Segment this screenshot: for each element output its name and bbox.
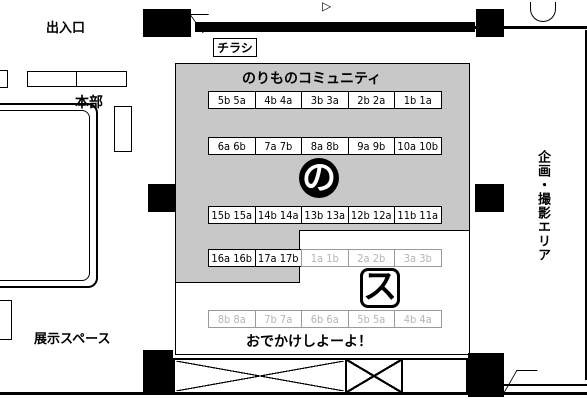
- booth-pair: 2a 2b: [347, 249, 395, 267]
- planning-area-label: 企画・撮影エリア: [535, 150, 550, 262]
- pillar: [476, 9, 504, 37]
- pillar: [475, 184, 504, 212]
- top-wall: [195, 22, 475, 32]
- exhibit-label: 展示スペース: [34, 332, 111, 347]
- hq-table-divider: [76, 71, 77, 87]
- pillar: [148, 184, 175, 212]
- outing-zone-mark: ス: [360, 268, 400, 308]
- booth-pair: 4b 4a: [254, 91, 302, 109]
- exhibit-bottom-block: [0, 300, 12, 340]
- entrance-label: 出入口: [46, 21, 86, 36]
- vehicle-zone-title: のりものコミュニティ: [242, 71, 382, 87]
- vehicle-zone-mark: の: [299, 158, 339, 198]
- booth-pair: 1a 1b: [301, 249, 349, 267]
- hq-table: [27, 71, 127, 87]
- exit-arrow: ▷: [322, 0, 332, 13]
- booth-pair: 2b 2a: [347, 91, 395, 109]
- pillar: [143, 9, 191, 37]
- booth-pair: 5b 5a: [347, 310, 395, 328]
- zone-divider: [299, 230, 470, 231]
- booth-pair: 6a 6b: [208, 137, 256, 155]
- pillar: [143, 350, 173, 394]
- hq-side-table: [114, 106, 132, 152]
- top-wall-right: [475, 26, 587, 29]
- booth-pair: 16a 16b: [208, 249, 256, 267]
- vehicle-zone-border: [175, 63, 470, 231]
- bottom-right-rail: [504, 384, 587, 386]
- booth-pair: 3a 3b: [394, 249, 442, 267]
- booth-pair: 3b 3a: [301, 91, 349, 109]
- booth-pair: 7a 7b: [254, 137, 302, 155]
- exhibit-left-block: [0, 70, 8, 88]
- booth-pair: 7b 7a: [254, 310, 302, 328]
- booth-pair: 17a 17b: [254, 249, 302, 267]
- booth-pair: 9a 9b: [347, 137, 395, 155]
- outing-zone-border: [175, 230, 470, 355]
- booth-pair: 4b 4a: [394, 310, 442, 328]
- flyer-label: チラシ: [213, 38, 257, 57]
- door-icon: [530, 2, 556, 22]
- booth-pair: 8b 8a: [208, 310, 256, 328]
- booth-pair: 8a 8b: [301, 137, 349, 155]
- outing-zone-title: おでかけしよーよ！: [246, 334, 372, 350]
- bottom-panel-x2: [176, 361, 344, 391]
- booth-pair: 5b 5a: [208, 91, 256, 109]
- booth-pair: 1b 1a: [394, 91, 442, 109]
- pillar: [468, 353, 504, 397]
- booth-pair: 10a 10b: [394, 137, 442, 155]
- exhibit-table-inner: [0, 110, 90, 281]
- bottom-door-icon: [503, 370, 538, 393]
- right-wall: [585, 30, 587, 380]
- booth-pair: 6b 6a: [301, 310, 349, 328]
- booth-pair: 13b 13a: [301, 206, 349, 224]
- booth-pair: 14b 14a: [254, 206, 302, 224]
- zone-divider-bottom: [176, 282, 300, 283]
- exhibit-table: [0, 103, 98, 288]
- hq-label: 本部: [75, 95, 103, 111]
- booth-pair: 12b 12a: [347, 206, 395, 224]
- booth-pair: 15b 15a: [208, 206, 256, 224]
- booth-pair: 11b 11a: [394, 206, 442, 224]
- bottom-panel-x: [345, 360, 403, 392]
